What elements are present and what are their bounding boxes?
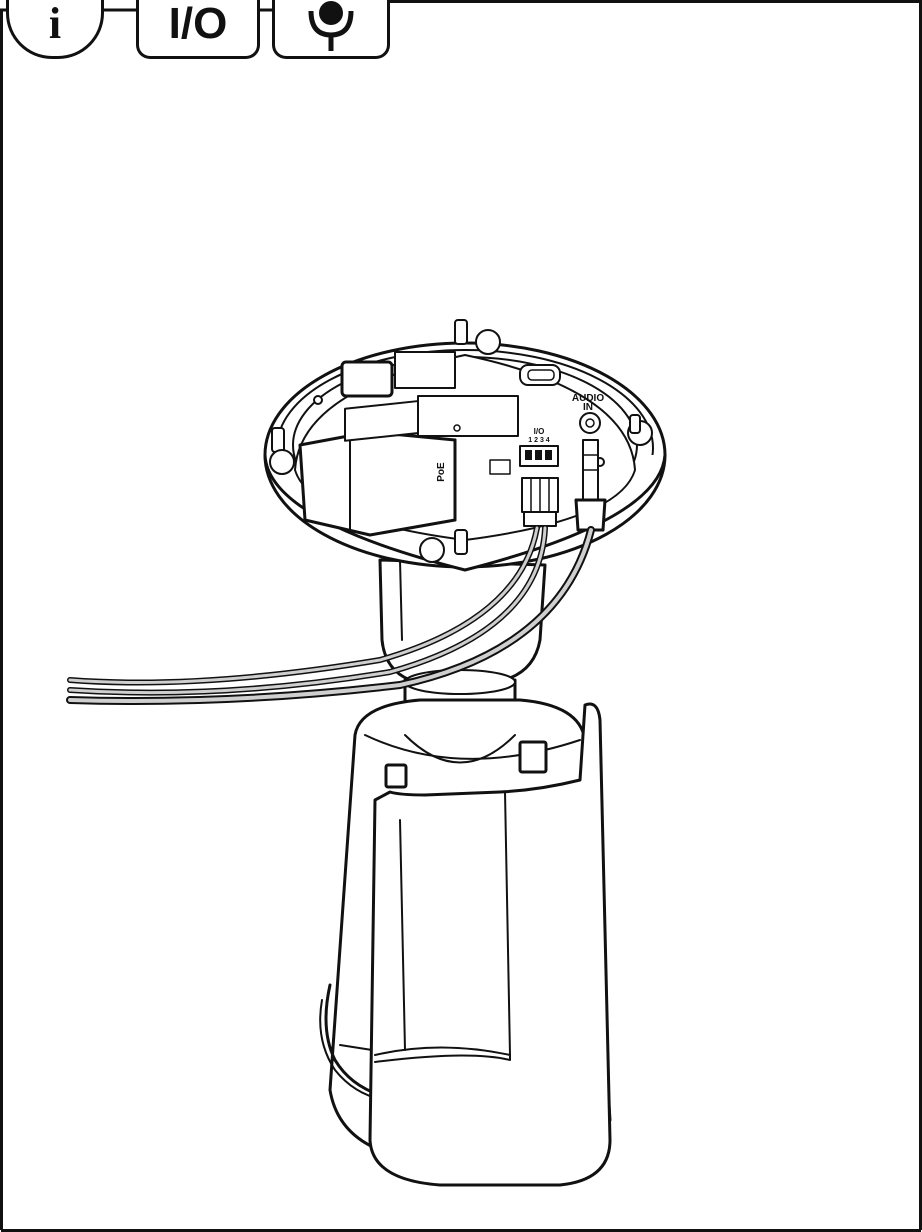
camera-illustration	[263, 319, 667, 1187]
audio-badge	[272, 0, 390, 59]
cables	[66, 525, 595, 705]
io-icon: I/O	[168, 0, 228, 48]
info-icon: i	[48, 0, 62, 48]
poe-label: PoE	[436, 462, 447, 482]
microphone-icon	[308, 1, 354, 51]
io-pins-label: 1 2 3 4	[528, 437, 550, 444]
io-badge: I/O	[136, 0, 260, 59]
audio-in-label-line1: AUDIO	[572, 393, 604, 404]
audio-in-label-line2: IN	[583, 402, 593, 413]
io-label: I/O	[534, 427, 545, 436]
